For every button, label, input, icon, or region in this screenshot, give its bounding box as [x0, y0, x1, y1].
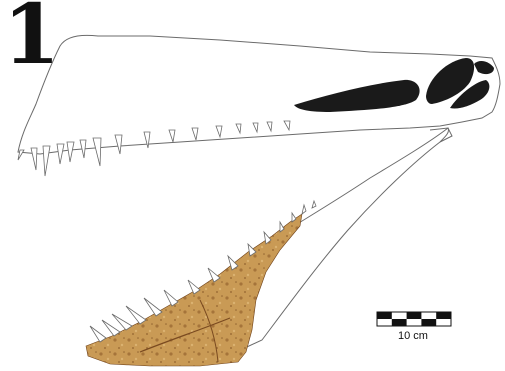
lower-tooth — [126, 306, 146, 324]
lower-tooth — [144, 298, 162, 316]
lower-tooth — [164, 290, 178, 306]
scale-bar-label: 10 cm — [398, 330, 428, 342]
upper-tooth — [57, 144, 64, 164]
lower-tooth — [312, 201, 316, 208]
lower-tooth — [302, 205, 306, 214]
upper-tooth — [93, 138, 101, 166]
lower-tooth — [112, 314, 132, 330]
lower-tooth — [90, 326, 106, 342]
scale-bar — [377, 312, 451, 326]
lower-tooth — [102, 320, 120, 336]
upper-tooth — [43, 146, 50, 176]
panel-label: 1 — [3, 0, 58, 76]
upper-tooth — [67, 142, 74, 162]
upper-tooth — [31, 148, 37, 170]
